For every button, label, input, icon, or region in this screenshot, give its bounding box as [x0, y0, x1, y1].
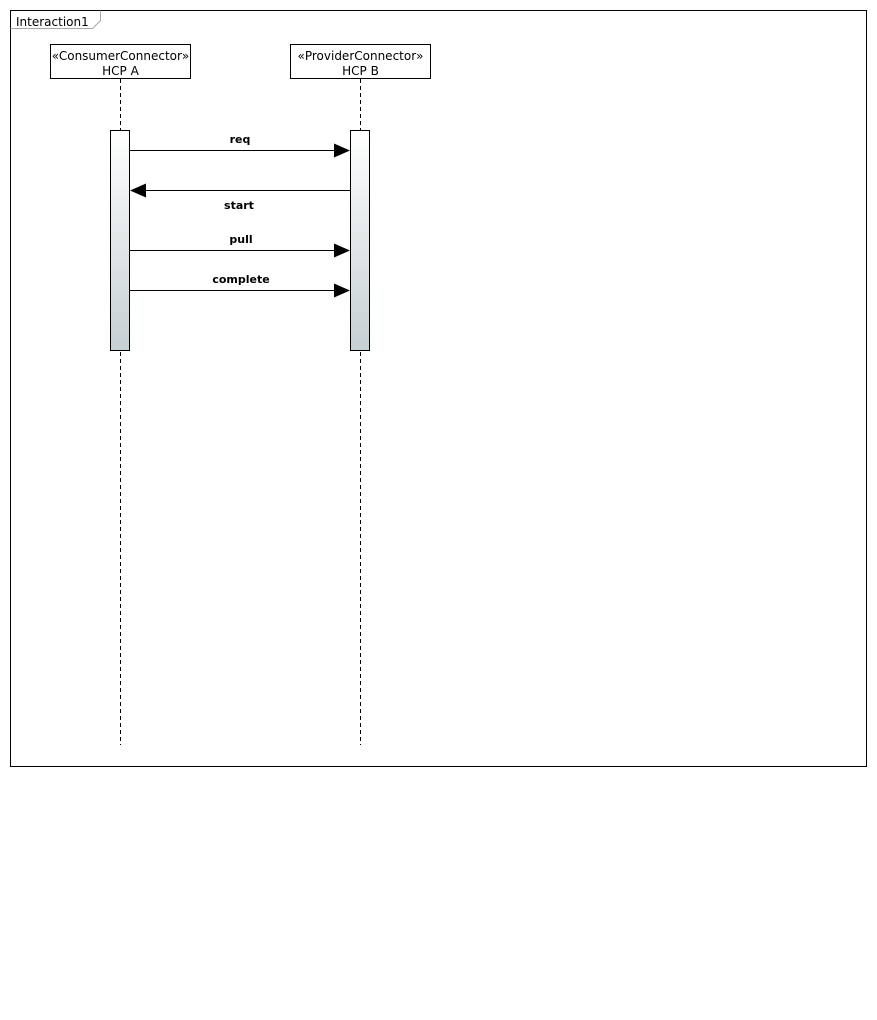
message-label: complete	[212, 273, 269, 286]
lifeline-stereotype-hcp-b: «ProviderConnector»	[298, 49, 424, 63]
lifeline-hcp-b: «ProviderConnector» HCP B	[290, 44, 431, 745]
message-req[interactable]: req	[130, 133, 350, 158]
activation-bar-hcp-b[interactable]	[350, 130, 370, 351]
frame-title-tab	[10, 10, 101, 29]
message-label: start	[224, 199, 254, 212]
arrowhead-icon	[334, 243, 350, 258]
message-label: req	[230, 133, 251, 146]
lifeline-head-hcp-a[interactable]	[50, 44, 191, 79]
frame-title: Interaction1	[16, 15, 89, 29]
lifeline-stereotype-hcp-a: «ConsumerConnector»	[52, 49, 190, 63]
interaction-frame: Interaction1	[10, 10, 867, 767]
lifeline-name-hcp-a: HCP A	[102, 64, 139, 78]
message-start[interactable]: start	[130, 183, 350, 213]
message-pull[interactable]: pull	[130, 233, 350, 258]
frame-border	[10, 10, 867, 767]
lifeline-head-hcp-b[interactable]	[290, 44, 431, 79]
arrowhead-icon	[334, 143, 350, 158]
arrowhead-icon	[130, 183, 146, 198]
message-complete[interactable]: complete	[130, 273, 350, 298]
lifeline-name-hcp-b: HCP B	[342, 64, 379, 78]
message-label: pull	[229, 233, 252, 246]
arrowhead-icon	[334, 283, 350, 298]
activation-bar-hcp-a[interactable]	[110, 130, 130, 351]
lifeline-hcp-a: «ConsumerConnector» HCP A	[50, 44, 191, 745]
